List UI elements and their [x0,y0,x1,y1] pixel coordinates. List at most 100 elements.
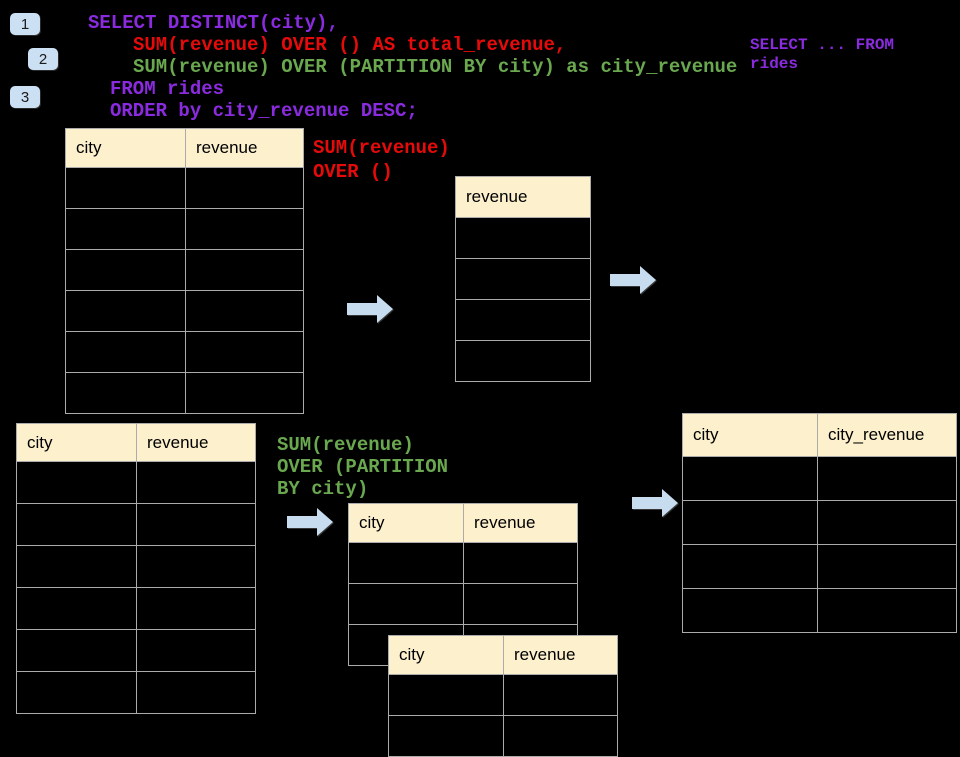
table-cell [455,217,591,259]
column-header-revenue: revenue [463,503,578,543]
table-cell [185,167,304,209]
column-header-city-revenue: city_revenue [817,413,957,457]
table-row [348,542,578,584]
table-row [682,544,957,589]
table-row [348,583,578,625]
table-cell [388,715,504,757]
table-row [16,629,256,672]
table-cell [455,299,591,341]
total-revenue-result-table: revenue [455,176,591,382]
step-badge-3: 3 [10,86,40,108]
source-table-top: city revenue [65,128,304,414]
sql-line-city-revenue: SUM(revenue) OVER (PARTITION BY city) as… [133,56,738,78]
table-cell [185,249,304,291]
column-header-revenue: revenue [503,635,618,675]
column-header-city: city [16,423,137,462]
table-row [682,588,957,633]
flow-arrow-icon [632,489,678,517]
sql-line-select: SELECT DISTINCT(city), [88,12,339,34]
table-row [65,167,304,209]
table-cell [817,456,957,501]
table-cell [65,167,186,209]
flow-arrow-icon [610,266,656,294]
table-header-row: city city_revenue [682,413,957,457]
table-cell [455,340,591,382]
table-row [16,461,256,504]
table-header-row: city revenue [65,128,304,168]
column-header-city: city [348,503,464,543]
table-cell [16,545,137,588]
table-cell [817,544,957,589]
table-cell [455,258,591,300]
table-cell [817,588,957,633]
step-badge-2: 2 [28,48,58,70]
table-cell [463,542,578,584]
table-cell [185,372,304,414]
sql-line-order-by: ORDER by city_revenue DESC; [110,100,418,122]
table-cell [136,587,256,630]
table-cell [16,587,137,630]
table-cell [348,583,464,625]
flow-arrow-icon [347,295,393,323]
table-row [16,503,256,546]
city-revenue-result-table: city city_revenue [682,413,957,633]
column-header-revenue: revenue [136,423,256,462]
table-row [16,545,256,588]
sql-line-from: FROM rides [110,78,225,100]
column-header-city: city [65,128,186,168]
table-cell [136,629,256,672]
column-header-city: city [388,635,504,675]
partition-table-b: city revenue [388,635,618,757]
table-cell [503,715,618,757]
table-cell [185,208,304,250]
sql-window-function-diagram: 1 2 3 SELECT DISTINCT(city), SUM(revenue… [10,12,957,757]
column-header-city: city [682,413,818,457]
table-cell [65,249,186,291]
table-row [682,456,957,501]
table-cell [682,500,818,545]
table-row [65,208,304,250]
annotation-line: OVER (PARTITION [277,456,449,478]
table-cell [65,290,186,332]
table-header-row: city revenue [16,423,256,462]
table-row [455,299,591,341]
table-row [65,290,304,332]
table-row [388,715,618,757]
source-table-bottom: city revenue [16,423,256,714]
annotation-line: BY city) [277,478,369,500]
table-cell [136,503,256,546]
annotation-line: SUM(revenue) [277,434,414,456]
table-cell [136,671,256,714]
table-cell [185,290,304,332]
table-row [65,331,304,373]
table-header-row: city revenue [348,503,578,543]
table-cell [817,500,957,545]
table-cell [65,331,186,373]
table-row [455,340,591,382]
table-cell [16,461,137,504]
table-cell [185,331,304,373]
table-cell [136,461,256,504]
table-cell [348,542,464,584]
table-cell [682,588,818,633]
annotation-line: SUM(revenue) [313,137,450,159]
table-row [682,500,957,545]
table-cell [682,456,818,501]
table-cell [16,629,137,672]
table-row [65,372,304,414]
table-cell [136,545,256,588]
table-row [16,587,256,630]
side-note-line: SELECT ... FROM [750,36,895,54]
annotation-line: OVER () [313,161,393,183]
table-cell [503,674,618,716]
table-row [16,671,256,714]
table-cell [682,544,818,589]
table-row [388,674,618,716]
column-header-revenue: revenue [185,128,304,168]
table-cell [65,372,186,414]
column-header-revenue: revenue [455,176,591,218]
table-header-row: city revenue [388,635,618,675]
table-cell [65,208,186,250]
table-row [65,249,304,291]
sql-line-total-revenue: SUM(revenue) OVER () AS total_revenue, [133,34,567,56]
